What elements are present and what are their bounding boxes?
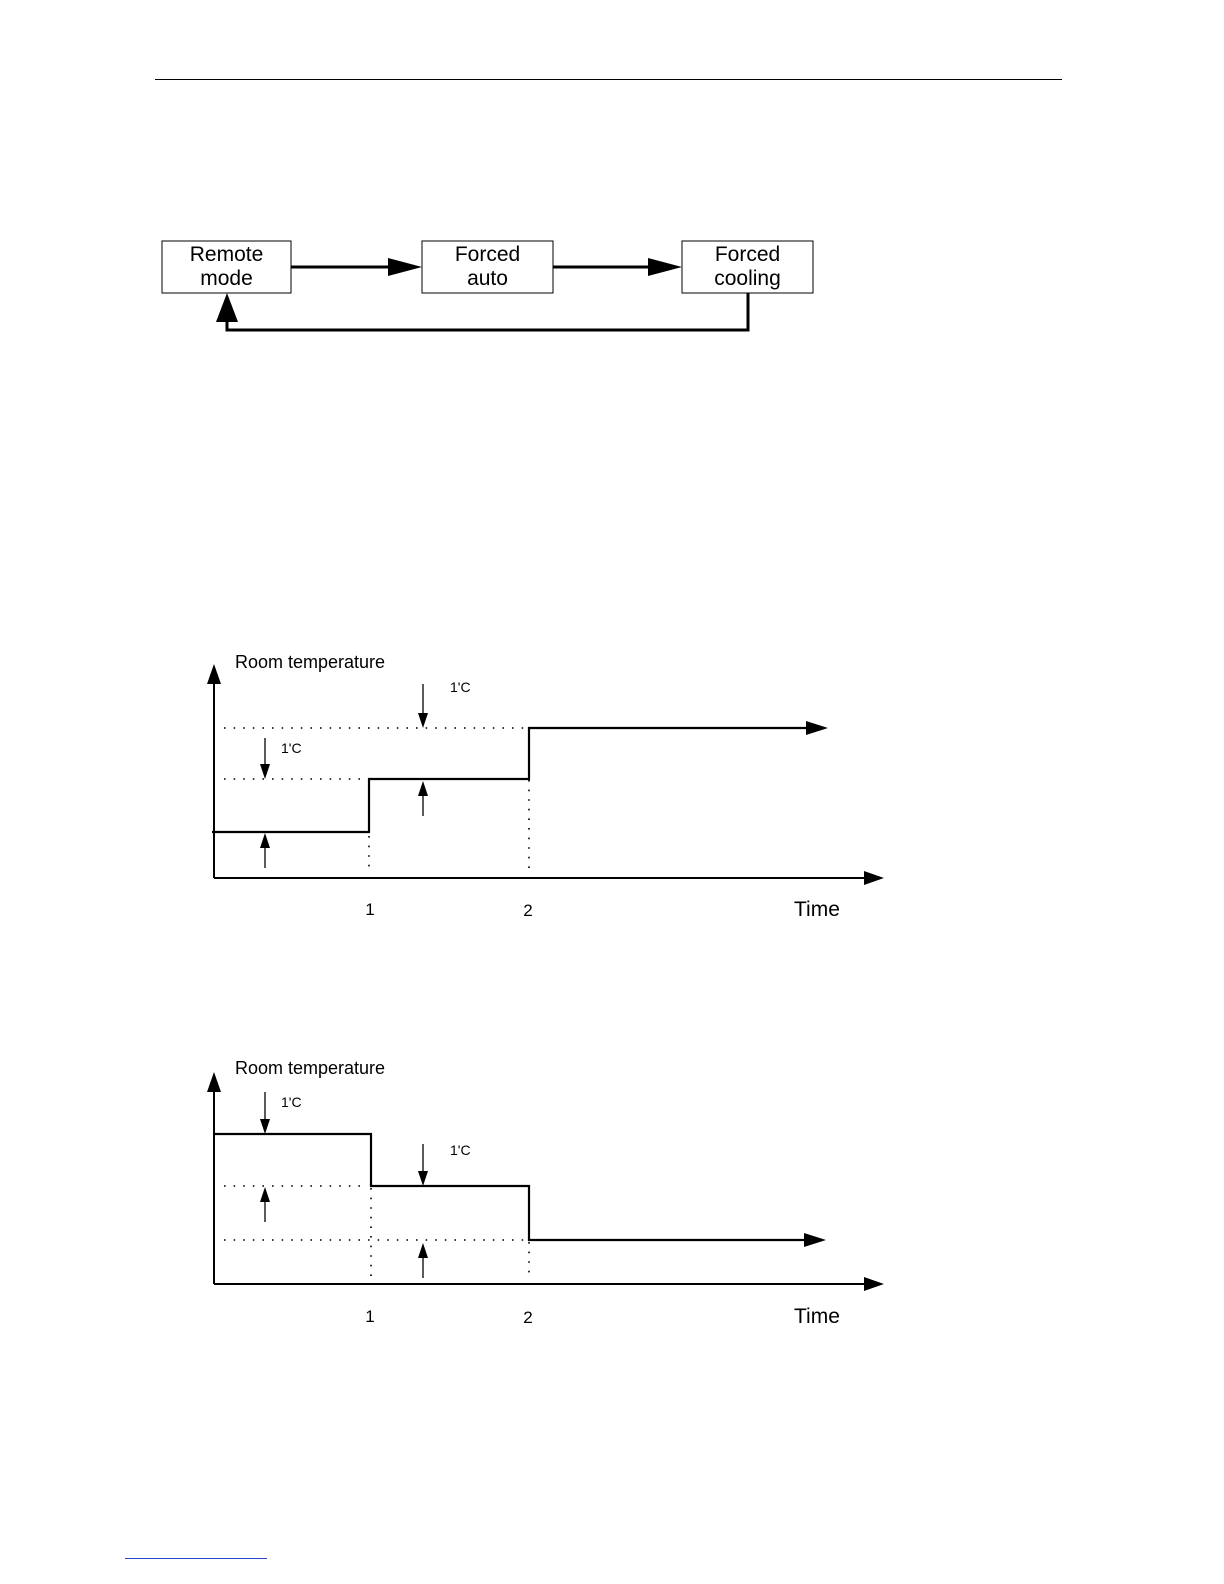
- x-axis-title: Time: [794, 898, 840, 921]
- step-b-marker: [418, 1144, 428, 1278]
- arrowhead-cooling-to-remote: [216, 293, 238, 322]
- curve-arrowhead: [806, 721, 828, 735]
- temperature-step-curve: [212, 728, 810, 832]
- tick-label-1: 1: [365, 1307, 374, 1326]
- box-forced-cooling-line1: Forced: [715, 243, 780, 266]
- x-axis-title: Time: [794, 1305, 840, 1328]
- box-forced-cooling-line2: cooling: [714, 267, 781, 290]
- temperature-fall-graph: Room temperature Time 1 2 1'C 1'C: [0, 1050, 900, 1340]
- box-remote-mode-line1: Remote: [190, 243, 264, 266]
- box-forced-cooling: Forced cooling: [682, 241, 813, 293]
- x-axis-arrowhead: [864, 1277, 884, 1291]
- x-axis-arrowhead: [864, 871, 884, 885]
- curve-arrowhead: [804, 1233, 826, 1247]
- step-a-label: 1'C: [281, 1094, 302, 1110]
- arrow-cooling-to-remote: [227, 293, 748, 330]
- box-forced-auto-line1: Forced: [455, 243, 520, 266]
- step-a-marker: [260, 1092, 270, 1222]
- y-axis-title: Room temperature: [235, 1058, 385, 1078]
- y-axis-arrowhead: [207, 664, 221, 684]
- step-a-label: 1'C: [281, 740, 302, 756]
- footer-rule: [125, 1558, 267, 1559]
- tick-label-2: 2: [523, 1308, 532, 1327]
- mode-flow-diagram: Remote mode Forced auto Forced cooling: [0, 230, 700, 340]
- header-rule: [155, 79, 1062, 80]
- box-forced-auto: Forced auto: [422, 241, 553, 293]
- temperature-rise-graph: Room temperature Time 1 2 1'C 1'C: [0, 640, 900, 940]
- step-a-marker: [260, 738, 270, 868]
- step-b-label: 1'C: [450, 1142, 471, 1158]
- tick-label-1: 1: [365, 900, 374, 919]
- arrowhead-auto-to-cooling: [648, 258, 682, 276]
- y-axis-arrowhead: [207, 1072, 221, 1092]
- temperature-step-curve: [214, 1134, 808, 1240]
- step-b-label: 1'C: [450, 679, 471, 695]
- y-axis-title: Room temperature: [235, 652, 385, 672]
- box-remote-mode: Remote mode: [162, 241, 291, 293]
- box-remote-mode-line2: mode: [200, 267, 253, 290]
- step-b-marker: [418, 684, 428, 816]
- box-forced-auto-line2: auto: [467, 267, 508, 290]
- arrowhead-remote-to-auto: [388, 258, 422, 276]
- tick-label-2: 2: [523, 901, 532, 920]
